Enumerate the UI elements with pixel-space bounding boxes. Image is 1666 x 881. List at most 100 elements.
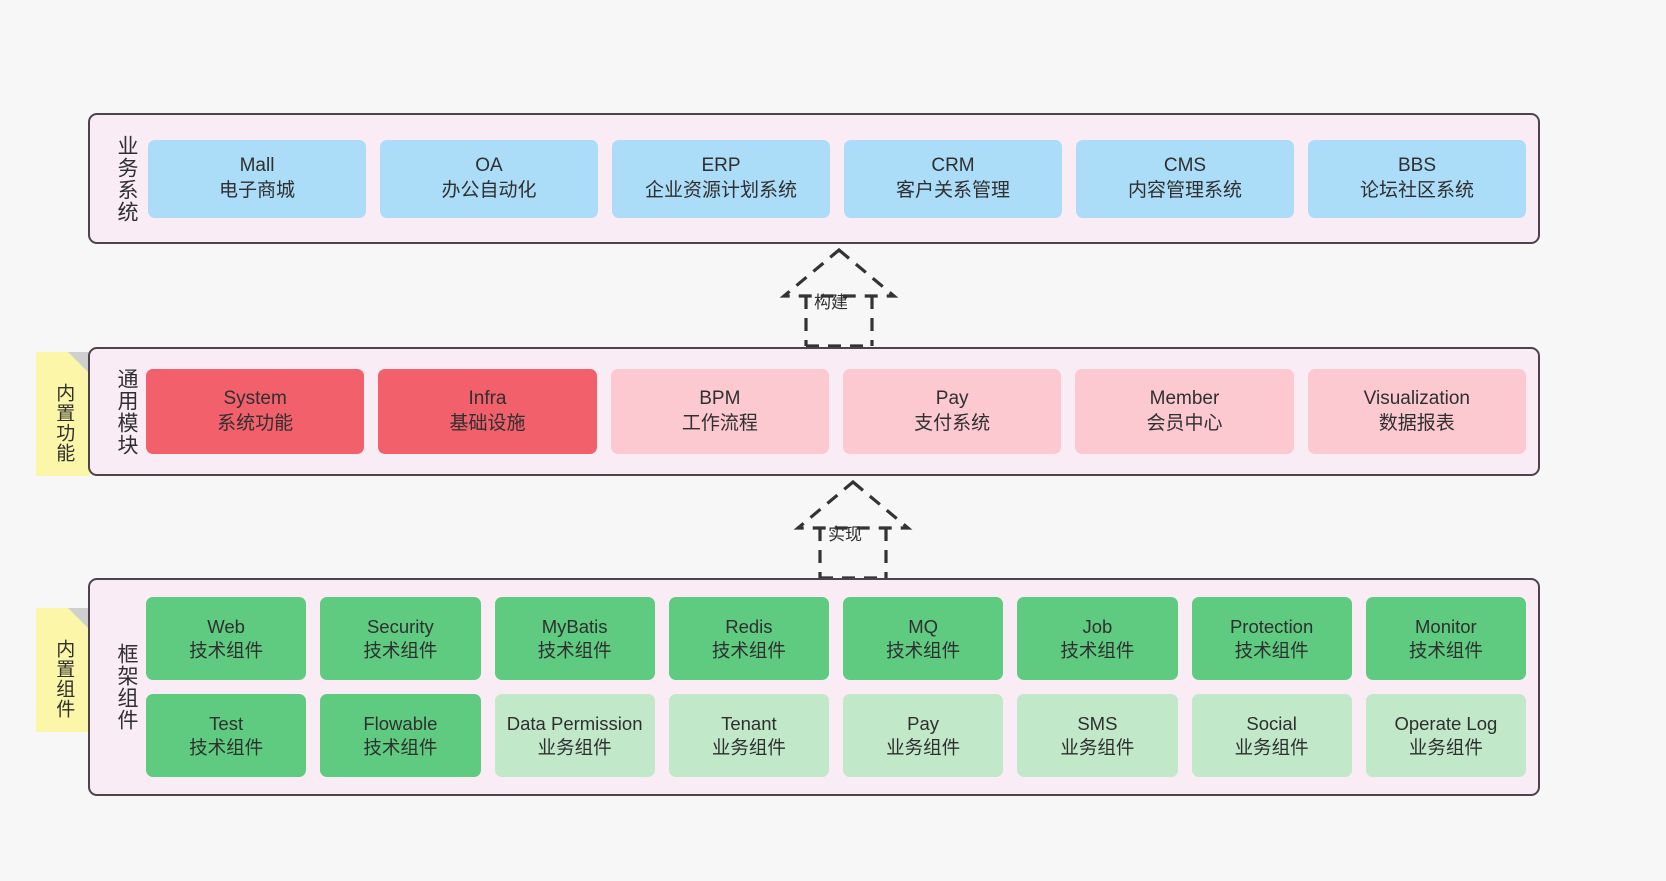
card-subtitle: 技术组件 xyxy=(537,639,612,661)
note-text: 内置组件 xyxy=(53,639,75,719)
card-subtitle: 支付系统 xyxy=(914,412,991,434)
card-subtitle: 技术组件 xyxy=(711,639,786,661)
card-title: Job xyxy=(1082,616,1113,638)
layer-business-systems[interactable]: 业务系统 Mall 电子商城 OA 办公自动化 ERP 企业资源计划系统 CRM… xyxy=(88,113,1540,244)
card-subtitle: 技术组件 xyxy=(1408,639,1483,661)
card-web[interactable]: Web 技术组件 xyxy=(146,597,307,680)
card-subtitle: 技术组件 xyxy=(886,639,961,661)
card-test[interactable]: Test 技术组件 xyxy=(146,694,307,777)
card-subtitle: 业务组件 xyxy=(1234,736,1309,758)
card-title: Infra xyxy=(468,387,507,409)
card-subtitle: 会员中心 xyxy=(1146,412,1223,434)
card-subtitle: 技术组件 xyxy=(1234,639,1309,661)
card-row: Test 技术组件 Flowable 技术组件 Data Permission … xyxy=(146,694,1526,777)
card-title: MQ xyxy=(908,616,939,638)
card-title: Web xyxy=(207,616,245,638)
card-pay-module[interactable]: Pay 支付系统 xyxy=(842,369,1062,454)
card-redis[interactable]: Redis 技术组件 xyxy=(668,597,829,680)
card-monitor[interactable]: Monitor 技术组件 xyxy=(1365,597,1526,680)
card-subtitle: 工作流程 xyxy=(681,412,758,434)
card-title: Mall xyxy=(239,154,275,176)
card-subtitle: 业务组件 xyxy=(1060,736,1135,758)
card-title: Security xyxy=(366,616,434,638)
card-subtitle: 技术组件 xyxy=(189,639,264,661)
card-subtitle: 办公自动化 xyxy=(441,179,537,201)
card-subtitle: 数据报表 xyxy=(1378,412,1455,434)
card-tenant[interactable]: Tenant 业务组件 xyxy=(668,694,829,777)
card-subtitle: 论坛社区系统 xyxy=(1359,179,1474,201)
card-title: CRM xyxy=(931,154,975,176)
card-subtitle: 技术组件 xyxy=(363,736,438,758)
layer-title-business: 业务系统 xyxy=(115,134,138,223)
card-social[interactable]: Social 业务组件 xyxy=(1191,694,1352,777)
card-subtitle: 业务组件 xyxy=(886,736,961,758)
layer-title-framework: 框架组件 xyxy=(115,643,138,731)
card-subtitle: 电子商城 xyxy=(218,179,295,201)
card-mybatis[interactable]: MyBatis 技术组件 xyxy=(494,597,655,680)
card-title: BPM xyxy=(699,387,741,409)
card-title: CMS xyxy=(1163,154,1207,176)
card-visualization[interactable]: Visualization 数据报表 xyxy=(1307,369,1526,454)
card-mq[interactable]: MQ 技术组件 xyxy=(843,597,1004,680)
note-builtin-function: 内置功能 xyxy=(36,352,90,476)
layer-title-module: 通用模块 xyxy=(115,367,138,456)
card-title: ERP xyxy=(701,154,741,176)
layer-framework-components[interactable]: 框架组件 Web 技术组件 Security 技术组件 MyBatis 技术组件… xyxy=(88,578,1540,796)
note-fold-corner-icon xyxy=(68,352,90,374)
card-title: Member xyxy=(1149,387,1220,409)
card-job[interactable]: Job 技术组件 xyxy=(1017,597,1178,680)
card-infra[interactable]: Infra 基础设施 xyxy=(378,369,597,454)
card-title: Visualization xyxy=(1363,387,1470,409)
card-title: Pay xyxy=(935,387,969,409)
arrow-build-label: 构建 xyxy=(814,293,848,312)
card-mall[interactable]: Mall 电子商城 xyxy=(148,139,366,218)
card-subtitle: 技术组件 xyxy=(363,639,438,661)
arrow-build: 构建 xyxy=(744,246,934,348)
card-pay-component[interactable]: Pay 业务组件 xyxy=(843,694,1004,777)
card-subtitle: 内容管理系统 xyxy=(1127,179,1242,201)
card-row: System 系统功能 Infra 基础设施 BPM 工作流程 Pay 支付系统… xyxy=(146,369,1526,454)
card-title: OA xyxy=(475,154,503,176)
card-subtitle: 企业资源计划系统 xyxy=(644,179,797,201)
arrow-shaft xyxy=(804,296,874,348)
card-row: Web 技术组件 Security 技术组件 MyBatis 技术组件 Redi… xyxy=(146,597,1526,680)
card-title: Tenant xyxy=(721,713,777,735)
card-crm[interactable]: CRM 客户关系管理 xyxy=(844,139,1062,218)
card-oa[interactable]: OA 办公自动化 xyxy=(380,139,598,218)
card-subtitle: 客户关系管理 xyxy=(895,179,1010,201)
card-cms[interactable]: CMS 内容管理系统 xyxy=(1076,139,1294,218)
card-bbs[interactable]: BBS 论坛社区系统 xyxy=(1308,139,1526,218)
card-system[interactable]: System 系统功能 xyxy=(146,369,365,454)
card-title: SMS xyxy=(1077,713,1118,735)
card-bpm[interactable]: BPM 工作流程 xyxy=(610,369,829,454)
card-title: Flowable xyxy=(363,713,438,735)
card-erp[interactable]: ERP 企业资源计划系统 xyxy=(612,139,830,218)
arrow-implement-label: 实现 xyxy=(828,525,862,544)
card-title: BBS xyxy=(1397,154,1437,176)
card-member[interactable]: Member 会员中心 xyxy=(1075,369,1294,454)
layer-module-cards: System 系统功能 Infra 基础设施 BPM 工作流程 Pay 支付系统… xyxy=(144,369,1538,454)
card-data-permission[interactable]: Data Permission 业务组件 xyxy=(494,694,655,777)
card-subtitle: 技术组件 xyxy=(189,736,264,758)
card-protection[interactable]: Protection 技术组件 xyxy=(1191,597,1352,680)
card-row: Mall 电子商城 OA 办公自动化 ERP 企业资源计划系统 CRM 客户关系… xyxy=(148,139,1526,218)
card-operate-log[interactable]: Operate Log 业务组件 xyxy=(1365,694,1526,777)
card-title: Test xyxy=(209,713,244,735)
card-title: System xyxy=(223,387,287,409)
card-title: Redis xyxy=(725,616,773,638)
card-subtitle: 业务组件 xyxy=(711,736,786,758)
card-flowable[interactable]: Flowable 技术组件 xyxy=(320,694,481,777)
arrow-implement: 实现 xyxy=(758,478,948,580)
card-subtitle: 技术组件 xyxy=(1060,639,1135,661)
card-title: Social xyxy=(1246,713,1297,735)
note-text: 内置功能 xyxy=(53,383,75,463)
card-security[interactable]: Security 技术组件 xyxy=(320,597,481,680)
card-subtitle: 业务组件 xyxy=(537,736,612,758)
card-sms[interactable]: SMS 业务组件 xyxy=(1017,694,1178,777)
card-title: Data Permission xyxy=(506,713,643,735)
layer-common-modules[interactable]: 通用模块 System 系统功能 Infra 基础设施 BPM 工作流程 Pay… xyxy=(88,347,1540,476)
card-title: Protection xyxy=(1229,616,1314,638)
layer-business-cards: Mall 电子商城 OA 办公自动化 ERP 企业资源计划系统 CRM 客户关系… xyxy=(144,139,1538,218)
note-fold-corner-icon xyxy=(68,608,90,630)
